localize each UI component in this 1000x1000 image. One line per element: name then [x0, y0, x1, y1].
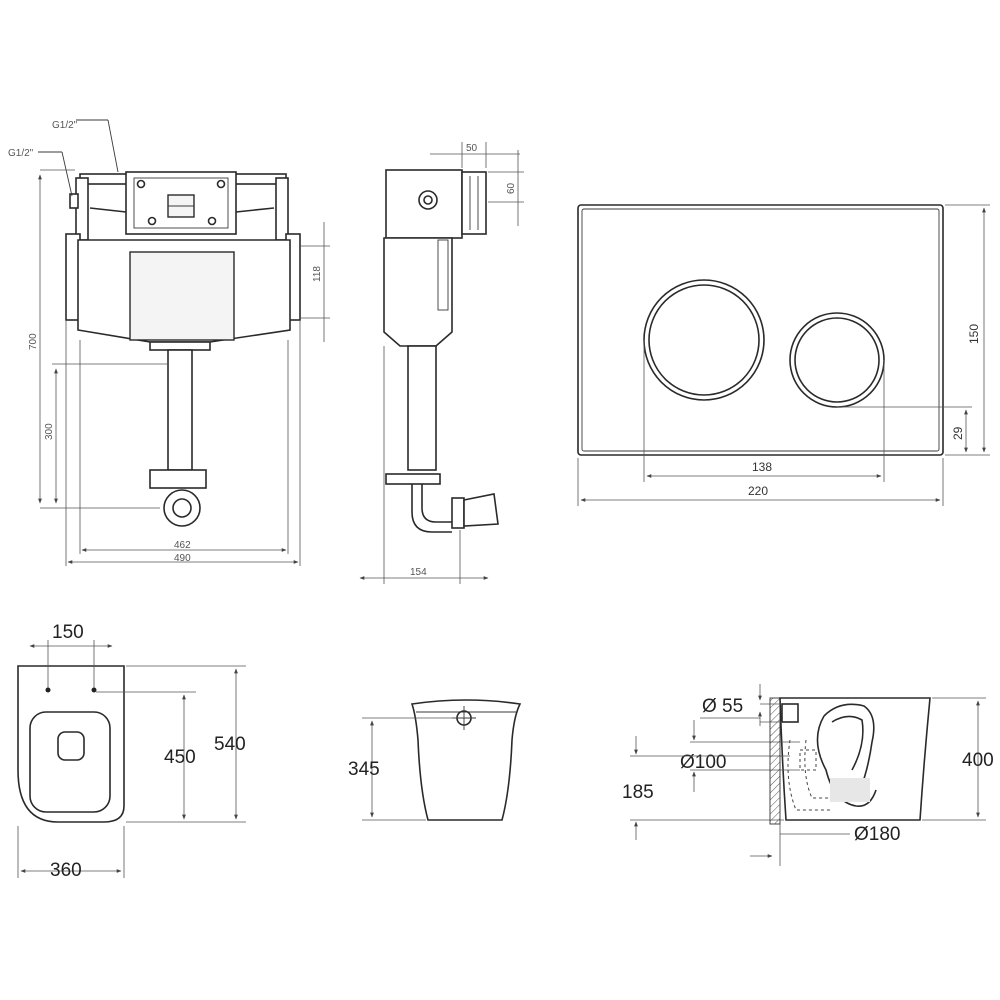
dim-section-outlet-100: Ø100: [680, 752, 726, 773]
flush-plate: [577, 204, 944, 456]
toilet-seat: [29, 711, 111, 813]
inlet-label-top: G1/2": [52, 120, 78, 131]
dim-top-360: 360: [50, 860, 82, 881]
dim-inner-462: 462: [174, 540, 191, 551]
drain-pipe: [167, 349, 193, 471]
toilet-outline-front: [410, 699, 522, 821]
outlet-flange: [163, 489, 201, 527]
inlet-connector: [781, 703, 799, 723]
toilet-bowl-opening: [57, 731, 85, 761]
toilet-section-view: Ø 55 Ø100 185 400 Ø180: [622, 684, 994, 866]
toilet-outline-top: [17, 665, 125, 823]
side-connector: [461, 171, 487, 235]
dim-section-inlet-55: Ø 55: [702, 696, 743, 717]
pipe-clamp: [149, 469, 207, 489]
dim-drain-300: 300: [44, 423, 55, 440]
dim-top-540: 540: [214, 734, 246, 755]
fixing-hole-right: [91, 687, 97, 693]
side-cistern-body: [383, 237, 453, 347]
side-outlet: [463, 493, 499, 527]
inlet-label-side: G1/2": [8, 148, 34, 159]
dim-front-345: 345: [348, 759, 380, 780]
dim-section-185: 185: [622, 782, 654, 803]
toilet-front-view: 345: [348, 699, 522, 821]
dim-plate-138: 138: [752, 460, 772, 474]
frame-right-post: [275, 177, 289, 241]
toilet-top-view: 150 450 540 360: [17, 622, 246, 881]
wall-hatch: [769, 697, 781, 825]
toilet-outline-section: [779, 697, 931, 821]
dim-side-60: 60: [506, 182, 517, 194]
dim-side-50: 50: [466, 143, 478, 154]
dim-top-150: 150: [52, 622, 84, 643]
dim-plate-29: 29: [951, 426, 965, 440]
service-opening: [129, 251, 235, 341]
frame-front-view: G1/2" G1/2" 700 300 118 462 490: [8, 119, 330, 566]
flush-plate-view: 150 29 138 220: [577, 204, 990, 506]
dim-bracket-118: 118: [312, 266, 323, 282]
dim-plate-220: 220: [748, 484, 768, 498]
side-cistern-top: [385, 169, 463, 239]
fixing-hole-left: [45, 687, 51, 693]
dim-height-700: 700: [28, 333, 39, 350]
dim-side-154: 154: [410, 567, 427, 578]
dim-section-bottom-180: Ø180: [854, 824, 900, 845]
frame-side-view: 50 60 154: [359, 142, 524, 584]
dim-section-400: 400: [962, 750, 994, 771]
dim-top-450: 450: [164, 747, 196, 768]
frame-left-post: [75, 177, 89, 241]
side-valve-circle: [418, 190, 438, 210]
dim-plate-150: 150: [967, 324, 981, 344]
side-drain-pipe: [407, 345, 437, 471]
water-inlet-stub: [69, 193, 79, 209]
dim-outer-490: 490: [174, 553, 191, 564]
